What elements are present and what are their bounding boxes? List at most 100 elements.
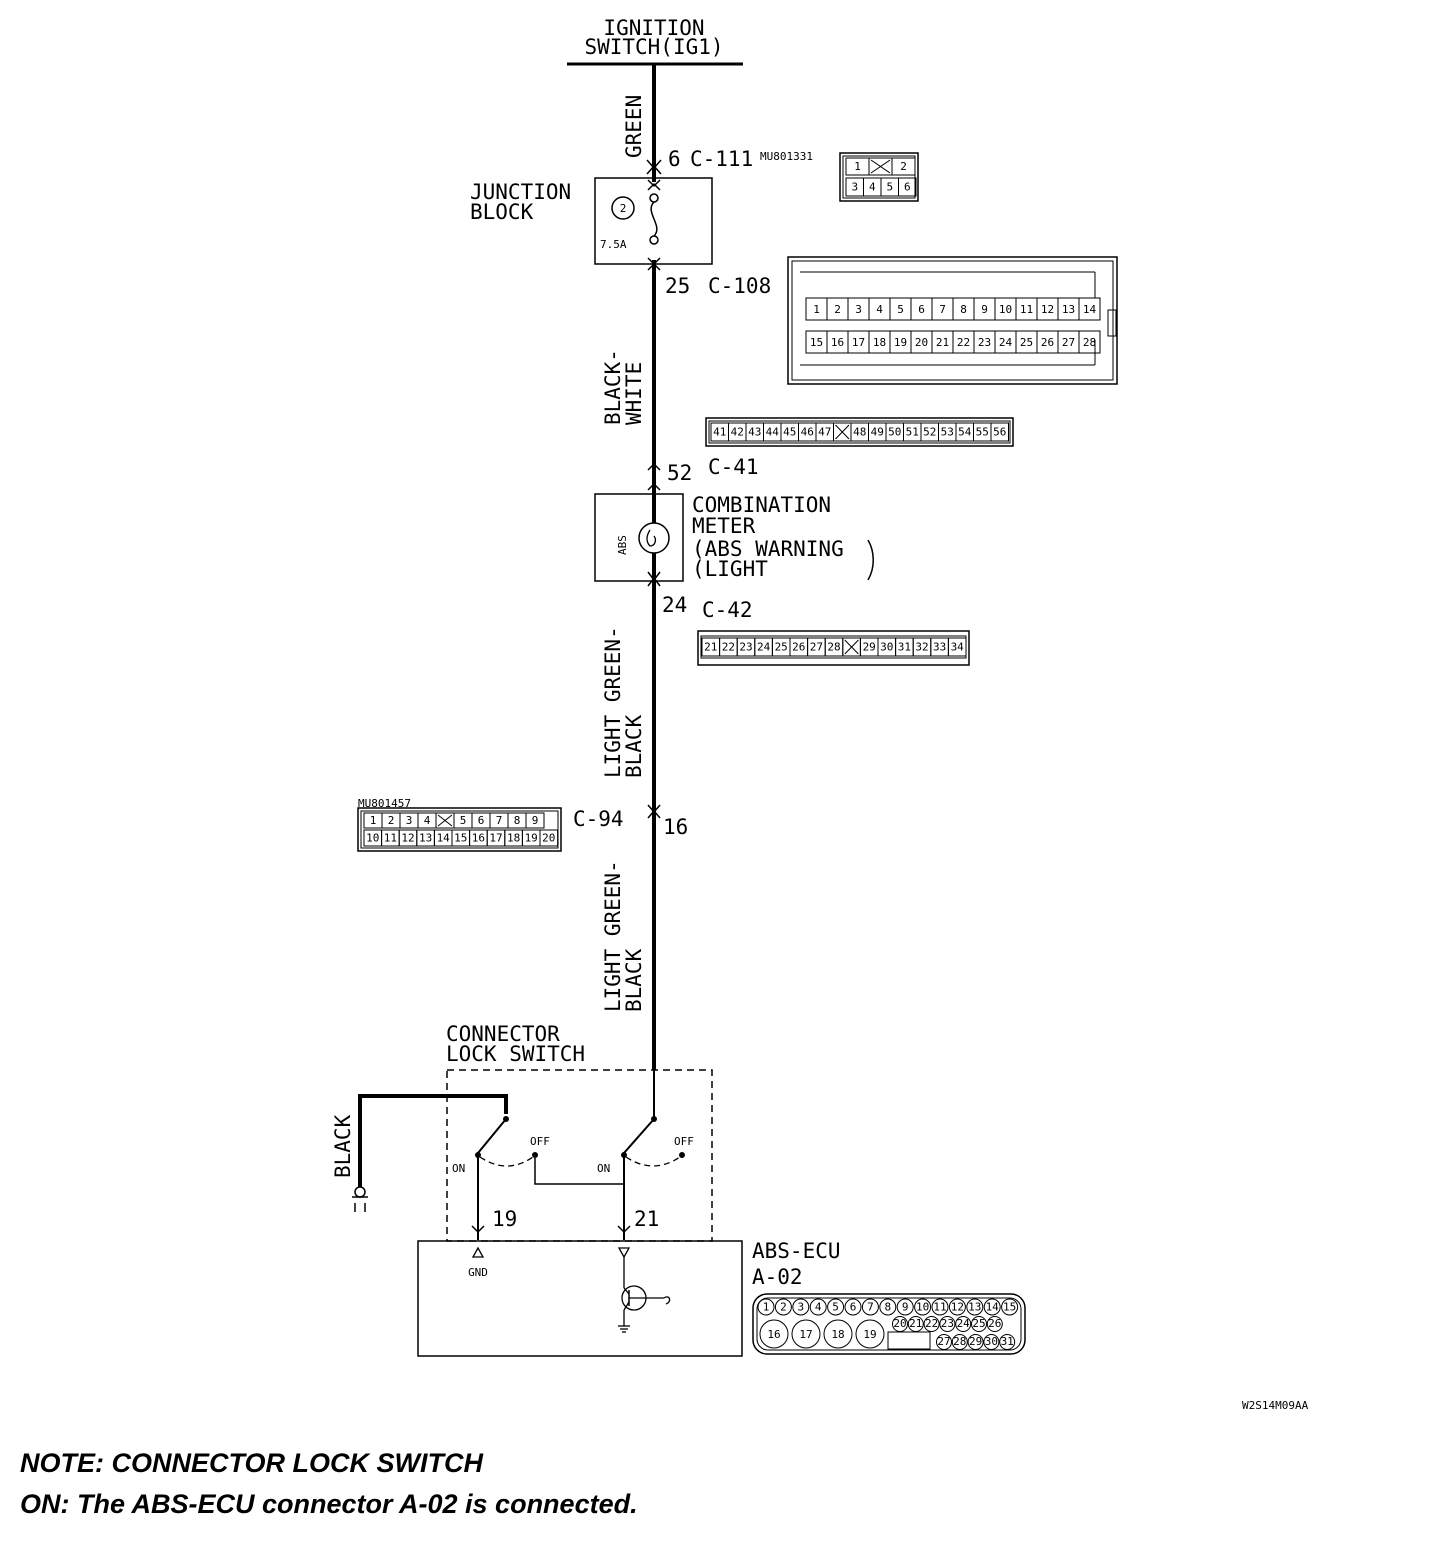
ecu-label-line2: A-02 [752, 1265, 803, 1289]
c41-pin-label: 42 [731, 426, 744, 439]
c108-cell [1078, 297, 1101, 321]
a02-pin-label: 2 [780, 1301, 787, 1314]
a02-pin [809, 1298, 827, 1316]
a02-pin [879, 1298, 897, 1316]
c108-name: C-108 [708, 274, 771, 298]
c108-pin-label: 14 [1083, 303, 1097, 316]
a02-pin-label: 1 [763, 1301, 770, 1314]
c108-pin-label: 24 [999, 336, 1013, 349]
a02-pin [774, 1298, 792, 1316]
wire-color-lgb-b: BLACK [622, 714, 646, 778]
a02-pin [855, 1319, 885, 1349]
c41-pin-label: 47 [818, 426, 831, 439]
ground-wire [358, 1094, 508, 1188]
c111-pin-label: 1 [854, 160, 861, 173]
a02-pin-label: 23 [941, 1317, 954, 1330]
right-switch-arc [625, 1156, 681, 1167]
a02-pin-label: 7 [867, 1301, 874, 1314]
c41-name: C-41 [708, 455, 759, 479]
c94-pin-label: 9 [532, 814, 539, 827]
c94-part-number: MU801457 [358, 797, 411, 810]
left-switch-blade [477, 1118, 507, 1154]
c108-pin-label: 18 [873, 336, 886, 349]
c94-pin-label: 4 [424, 814, 431, 827]
c94-pin-label: 6 [478, 814, 485, 827]
ground-symbol-icon [352, 1186, 368, 1212]
a02-pin-label: 30 [985, 1335, 998, 1348]
abs-ecu-box [417, 1240, 743, 1357]
c94-pin-label: 19 [525, 832, 538, 845]
c41-pin-label: 50 [888, 426, 901, 439]
c42-pin-label: 33 [933, 641, 946, 654]
lock-switch-pin-21: 21 [634, 1207, 659, 1231]
switch-cross-link [534, 1158, 624, 1185]
c94-pin-label: 2 [388, 814, 395, 827]
c41-pin-label: 52 [923, 426, 936, 439]
a02-pin-label: 19 [863, 1328, 876, 1341]
pin21-connector-mark [617, 1225, 631, 1234]
junction-block-label-line1: JUNCTION [470, 180, 571, 204]
c94-pin: 16 [663, 815, 688, 839]
c108-pin-label: 23 [978, 336, 991, 349]
a02-pin [844, 1298, 862, 1316]
c42-pin-label: 21 [704, 641, 717, 654]
a02-pin [939, 1316, 956, 1332]
jb-top-connector-mark [647, 179, 661, 191]
a02-pin [907, 1316, 924, 1332]
a02-pin-label: 14 [986, 1301, 1000, 1314]
a02-pin [757, 1298, 775, 1316]
right-switch-off-contact [679, 1152, 685, 1158]
c111-pin-label: 6 [904, 181, 911, 194]
c94-pin-label: 3 [406, 814, 413, 827]
fuse-rating: 7.5A [600, 238, 627, 251]
a02-pin [759, 1319, 789, 1349]
c94-pin-label: 18 [507, 832, 520, 845]
c108-pin-label: 9 [981, 303, 988, 316]
c94-pin-label: 13 [419, 832, 432, 845]
right-switch-off: OFF [674, 1135, 694, 1148]
left-switch-arc [479, 1156, 534, 1167]
c108-pin-label: 12 [1041, 303, 1054, 316]
c108-pin: 25 [665, 274, 690, 298]
a02-pin-label: 27 [937, 1335, 950, 1348]
a02-pin-label: 18 [831, 1328, 844, 1341]
pin19-connector-mark [471, 1225, 485, 1234]
c108-pin-label: 4 [876, 303, 883, 316]
left-switch-off: OFF [530, 1135, 550, 1148]
combination-meter-line3: (ABS WARNING [692, 537, 844, 561]
c108-pin-label: 16 [831, 336, 844, 349]
c41-pin-label: 56 [993, 426, 1006, 439]
c111-connector-mark [646, 159, 662, 175]
c42-pin-label: 25 [775, 641, 788, 654]
c108-pin-label: 17 [852, 336, 865, 349]
a02-pin-label: 22 [925, 1317, 938, 1330]
c42-pin-label: 22 [722, 641, 735, 654]
lock-switch-label-line1: CONNECTOR [446, 1022, 560, 1046]
c41-pin-label: 49 [871, 426, 884, 439]
a02-pin [923, 1316, 940, 1332]
c41-pin-label: 44 [766, 426, 780, 439]
a02-pin [827, 1298, 845, 1316]
note-line-1: NOTE: CONNECTOR LOCK SWITCH [20, 1448, 483, 1478]
wire-color-green: GREEN [622, 95, 646, 158]
c94-connector-mark [647, 804, 661, 819]
a02-pin-label: 25 [972, 1317, 985, 1330]
lock-switch-label-line2: LOCK SWITCH [446, 1042, 585, 1066]
a02-pin [948, 1298, 966, 1316]
c94-pin-label: 1 [370, 814, 377, 827]
a02-pin [861, 1298, 879, 1316]
a02-pin [999, 1334, 1016, 1350]
c108-pin-label: 28 [1083, 336, 1096, 349]
fuse-number-circle [611, 196, 635, 220]
c41-pin-label: 54 [958, 426, 972, 439]
a02-pin [1001, 1298, 1019, 1316]
c108-pin-label: 2 [834, 303, 841, 316]
c108-pin-label: 7 [939, 303, 946, 316]
a02-pin-label: 5 [832, 1301, 839, 1314]
c111-cell [898, 177, 917, 197]
c108-pin-label: 10 [999, 303, 1012, 316]
